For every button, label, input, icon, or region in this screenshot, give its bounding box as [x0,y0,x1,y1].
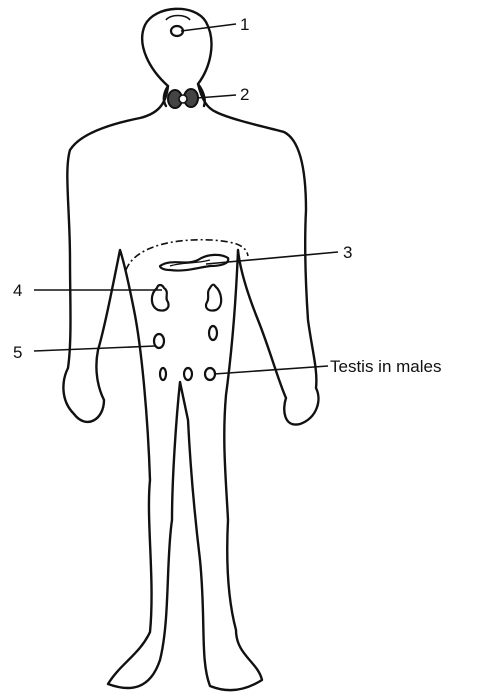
leader-line-5 [34,346,155,351]
thyroid-isthmus [179,95,187,103]
right-ovary [209,326,217,340]
diaphragm-dashed-line [126,240,248,270]
right-testis [205,368,215,380]
label-1: 1 [240,15,249,34]
leader-line-testis [214,366,328,374]
label-5: 5 [13,343,22,362]
left-ovary [154,334,164,348]
left-testis [184,368,192,380]
leader-line-3 [206,252,338,264]
left-testis-outer [160,368,166,380]
pituitary-arc [166,16,190,21]
label-4: 4 [13,281,22,300]
left-kidney-adrenal [152,285,169,311]
right-kidney-adrenal [206,285,221,311]
label-testis: Testis in males [330,357,441,376]
label-2: 2 [240,85,249,104]
label-3: 3 [343,243,352,262]
body-outline [63,9,318,690]
